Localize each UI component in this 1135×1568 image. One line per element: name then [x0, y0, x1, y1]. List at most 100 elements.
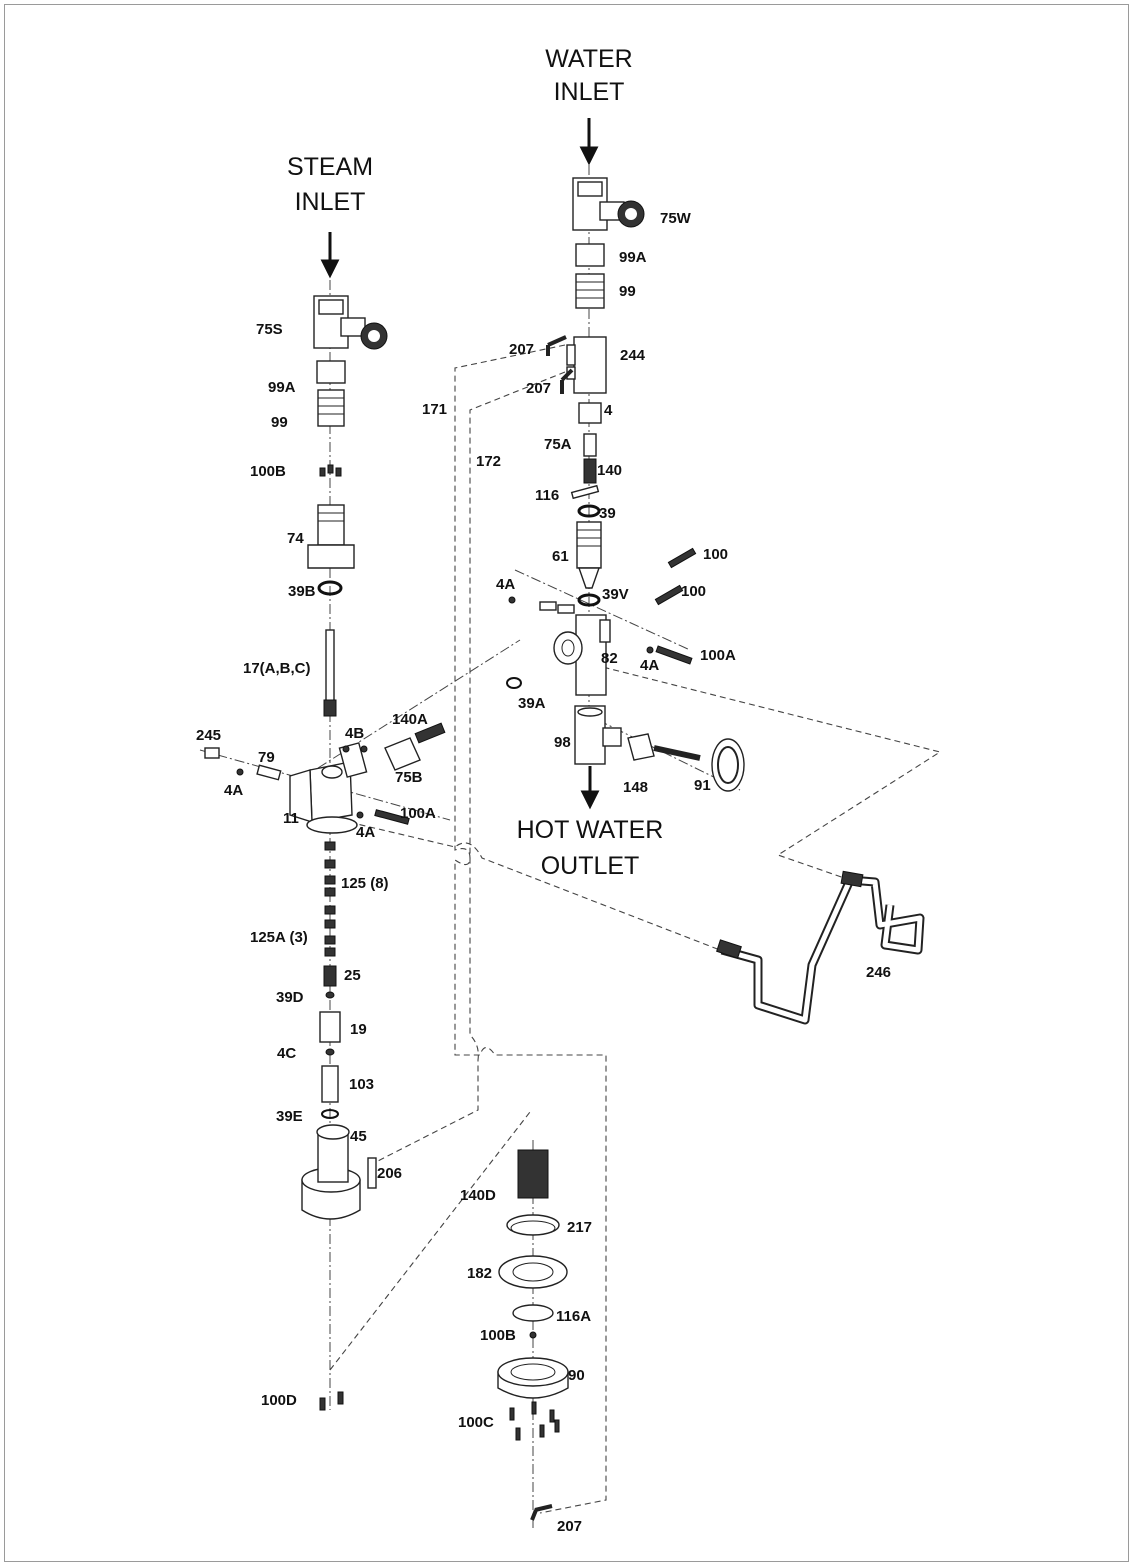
label-4C: 4C — [277, 1045, 296, 1062]
label-4B: 4B — [345, 725, 364, 742]
part-100C-screws — [509, 1401, 560, 1441]
heading-line: WATER — [545, 45, 633, 73]
part-79 — [256, 764, 282, 781]
label-99-steam: 99 — [271, 414, 288, 431]
steam-inlet-arrow-icon — [320, 259, 340, 279]
part-244-tee — [566, 336, 607, 394]
hot-water-outlet-arrow-icon — [580, 790, 600, 810]
part-39D-oring — [325, 991, 335, 999]
part-140D-spring — [517, 1149, 549, 1199]
part-207-fitting-b — [560, 368, 574, 394]
label-148: 148 — [623, 779, 648, 796]
page-border — [4, 4, 1129, 1562]
heading-line: OUTLET — [541, 852, 640, 880]
label-171: 171 — [422, 401, 447, 418]
label-4A-r2: 4A — [640, 657, 659, 674]
heading-hot-water-outlet: HOT WATER OUTLET — [517, 816, 664, 880]
part-19 — [319, 1011, 341, 1043]
tubing-45-90 — [329, 1111, 531, 1371]
part-98-tee — [574, 705, 622, 765]
label-100A-l: 100A — [400, 805, 436, 822]
part-4A-nut-l — [236, 768, 244, 776]
label-99-water: 99 — [619, 283, 636, 300]
label-17: 17(A,B,C) — [243, 660, 311, 677]
part-75W-valve — [572, 177, 645, 231]
label-75W: 75W — [660, 210, 692, 227]
label-100C: 100C — [458, 1414, 494, 1431]
part-140-spring — [583, 458, 597, 484]
label-82: 82 — [601, 650, 618, 667]
part-4A-nut-r — [508, 596, 516, 604]
part-116-pin — [570, 484, 600, 500]
label-140A: 140A — [392, 711, 428, 728]
part-17-stem — [323, 629, 337, 717]
label-39V: 39V — [602, 586, 629, 603]
label-74: 74 — [287, 530, 304, 547]
label-100A-r: 100A — [700, 647, 736, 664]
label-182: 182 — [467, 1265, 492, 1282]
part-125-stack — [324, 841, 336, 957]
label-19: 19 — [350, 1021, 367, 1038]
part-100-screw-d — [557, 604, 575, 614]
label-75A: 75A — [544, 436, 572, 453]
part-39B-oring — [317, 580, 343, 596]
label-207-c: 207 — [557, 1518, 582, 1535]
part-4-nut — [578, 402, 602, 424]
label-75S: 75S — [256, 321, 283, 338]
label-116: 116 — [535, 487, 559, 504]
label-100B: 100B — [250, 463, 286, 480]
part-245 — [204, 747, 220, 759]
label-39A: 39A — [518, 695, 546, 712]
label-91: 91 — [694, 777, 711, 794]
part-182-diaphragm — [498, 1255, 568, 1289]
label-90: 90 — [568, 1367, 585, 1384]
label-172: 172 — [476, 453, 501, 470]
label-25: 25 — [344, 967, 361, 984]
label-125: 125 (8) — [341, 875, 389, 892]
label-39B: 39B — [288, 583, 316, 600]
part-4B-nut-b — [360, 745, 368, 753]
part-11-body — [289, 742, 368, 834]
part-140A-spring — [414, 722, 446, 744]
part-116A — [512, 1304, 554, 1322]
label-100-b: 100 — [681, 583, 706, 600]
diaphragm-assembly — [497, 1149, 569, 1521]
part-labels: 75W 99A 99 207 244 207 171 4 172 75A 140… — [196, 210, 891, 1535]
label-4A-l2: 4A — [356, 824, 375, 841]
part-100A-screw-l — [374, 809, 410, 825]
part-61 — [576, 521, 602, 589]
part-74-housing — [307, 504, 355, 569]
heading-line: INLET — [554, 78, 625, 106]
part-99A-water — [575, 243, 605, 267]
part-25-spring — [323, 965, 337, 987]
part-75A — [583, 433, 597, 457]
tubing-172 — [369, 371, 566, 1166]
label-100D: 100D — [261, 1392, 297, 1409]
label-103: 103 — [349, 1076, 374, 1093]
part-75B — [384, 737, 421, 771]
water-inlet-arrow-icon — [579, 146, 599, 166]
part-82-body — [553, 614, 611, 696]
part-45-base — [301, 1124, 361, 1220]
label-100B-2: 100B — [480, 1327, 516, 1344]
label-61: 61 — [552, 548, 569, 565]
label-79: 79 — [258, 749, 275, 766]
label-99A-steam: 99A — [268, 379, 296, 396]
label-116A: 116A — [556, 1308, 591, 1325]
part-148-nut — [627, 733, 701, 761]
part-4A-nut-l2 — [356, 811, 364, 819]
steam-assembly — [204, 232, 446, 1411]
label-99A-water: 99A — [619, 249, 647, 266]
label-98: 98 — [554, 734, 571, 751]
part-100-screw-c — [539, 601, 557, 611]
part-103 — [321, 1065, 339, 1103]
part-100-screw-b — [654, 584, 684, 606]
label-206: 206 — [377, 1165, 402, 1182]
label-4A-l: 4A — [224, 782, 243, 799]
heading-water-inlet: WATER INLET — [545, 45, 633, 106]
part-217 — [506, 1214, 560, 1236]
label-207-a: 207 — [509, 341, 534, 358]
part-39A-oring — [506, 677, 522, 689]
part-4A-nut-r2 — [646, 646, 654, 654]
